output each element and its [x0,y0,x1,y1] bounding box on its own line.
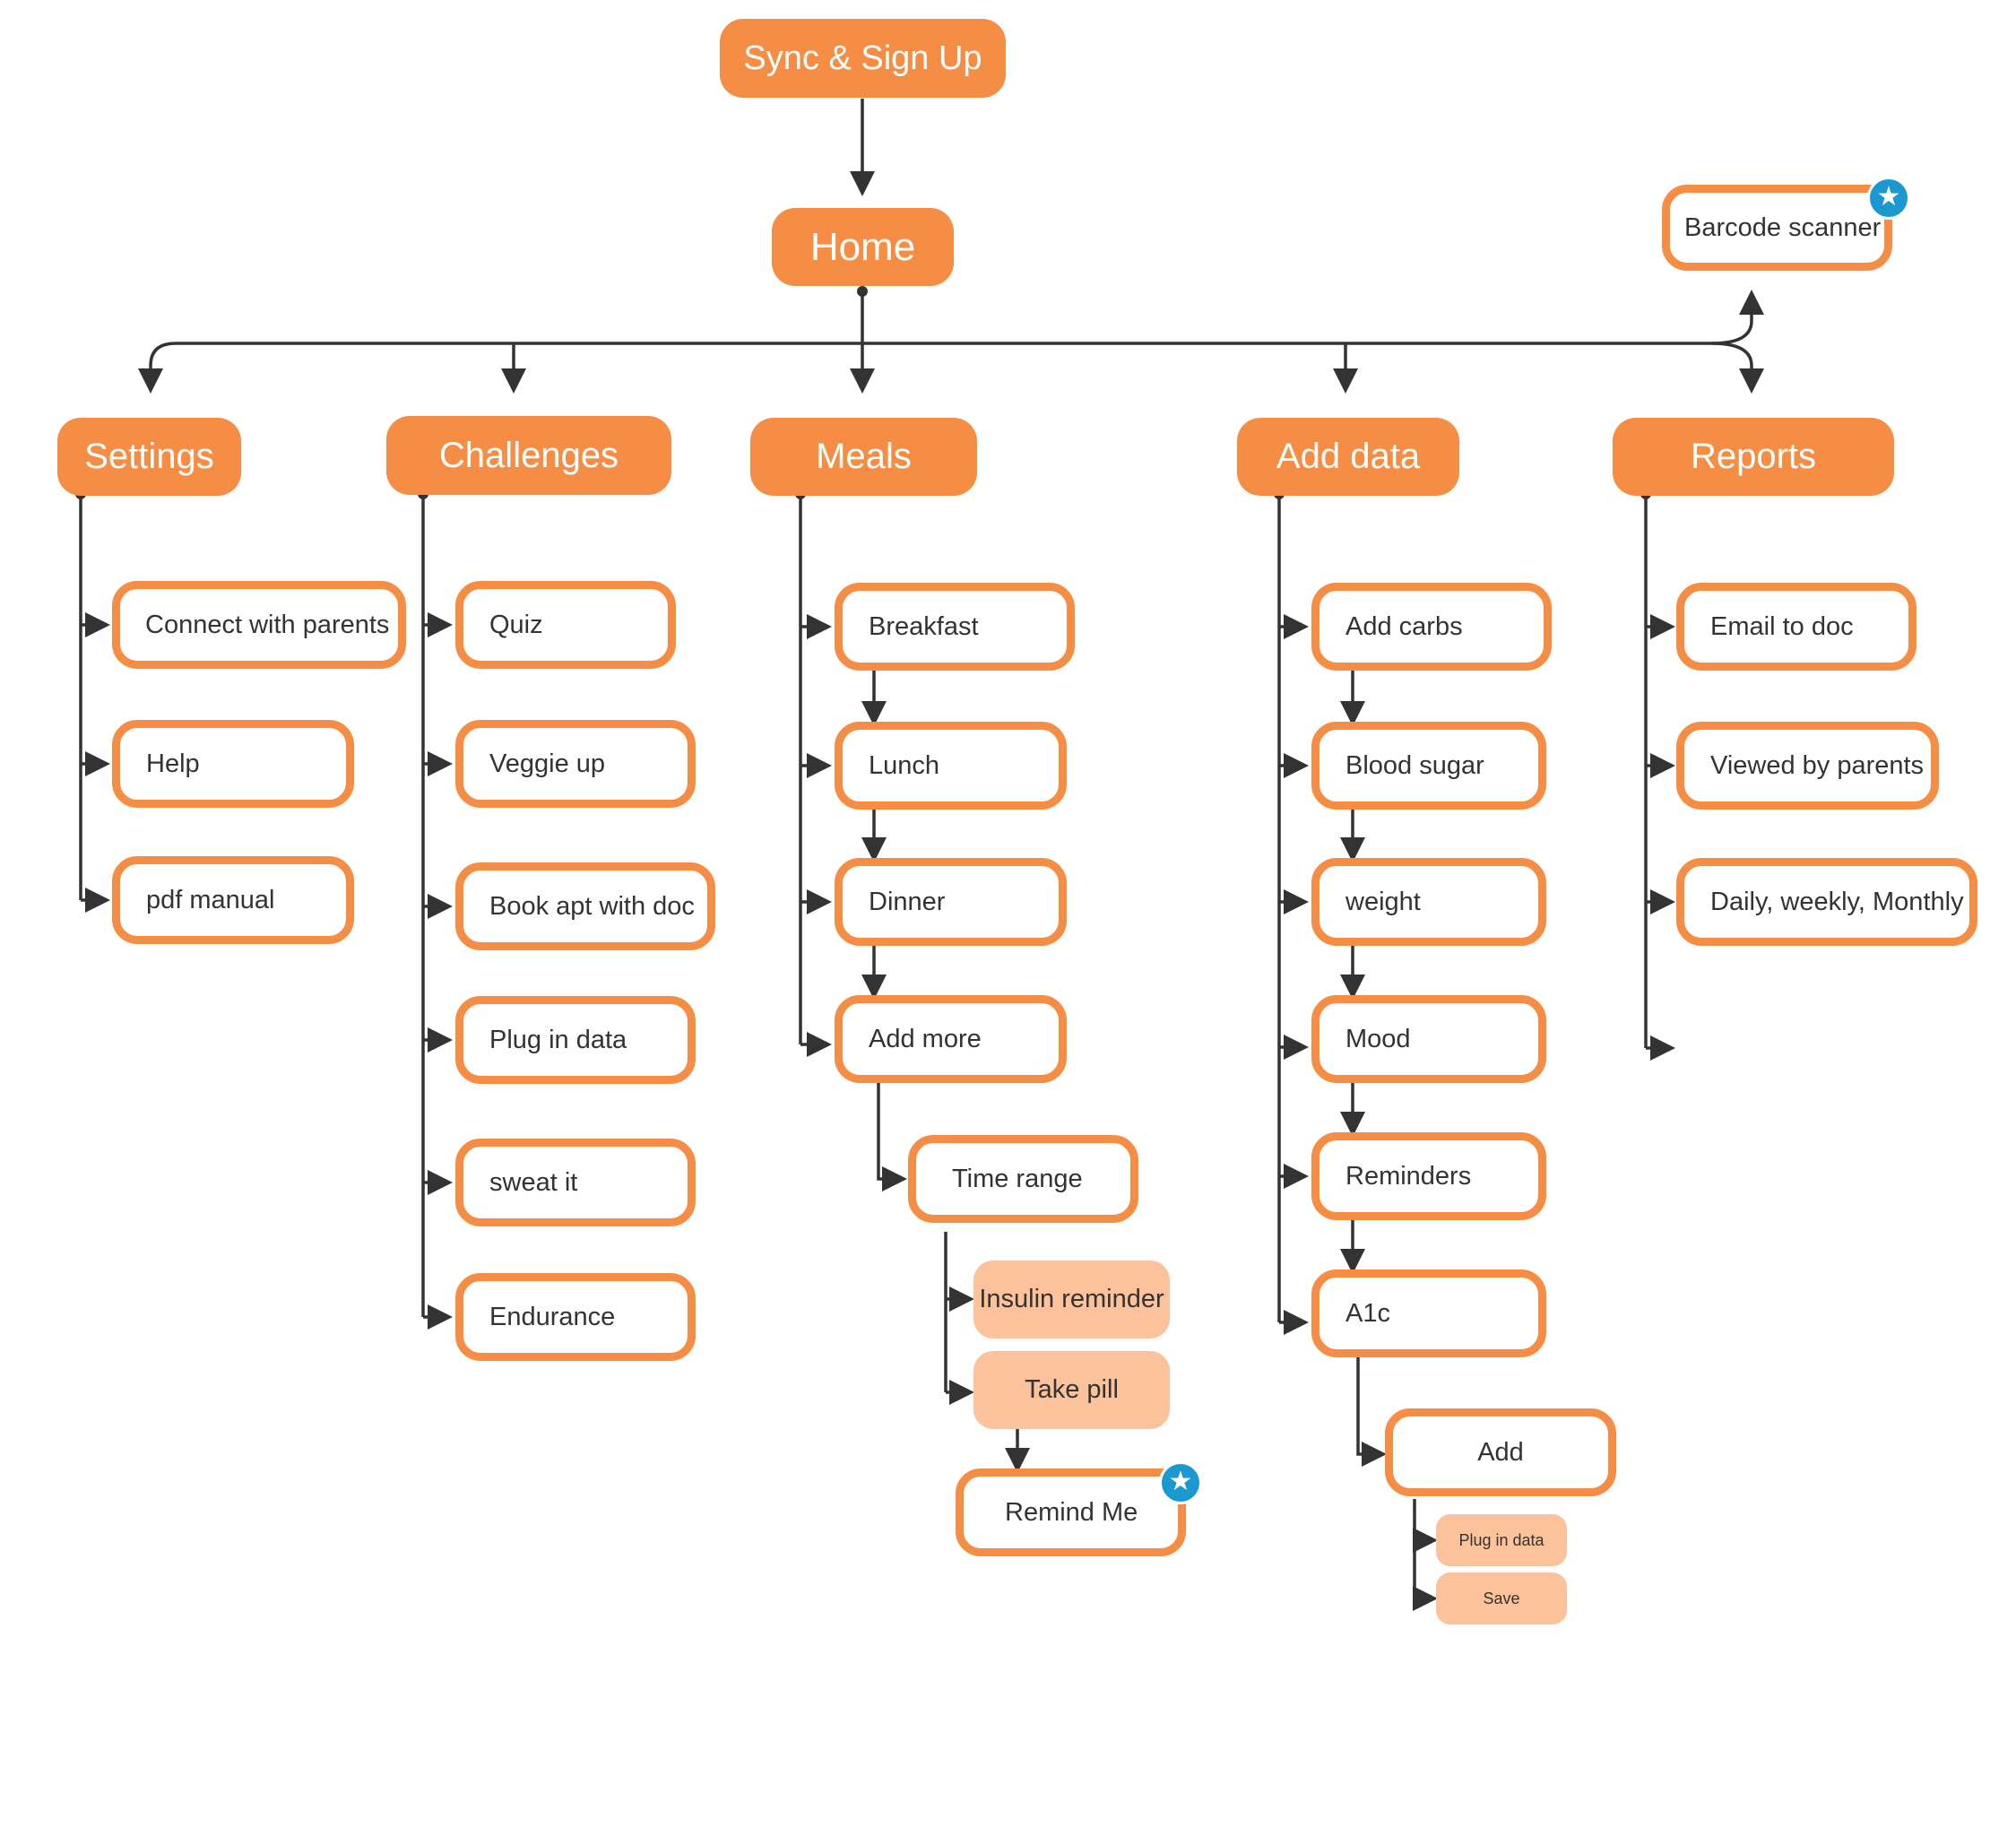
add-data-item: Add carbs [1311,583,1552,671]
meals-item: Lunch [835,722,1067,810]
settings-item: Connect with parents [112,581,406,669]
meals-item: Dinner [835,858,1067,946]
add-data-item: A1c [1311,1269,1546,1357]
add-node: Add [1385,1408,1616,1496]
challenges-item: Veggie up [455,720,696,808]
star-icon: ★ [1159,1461,1202,1504]
connector-line [138,342,177,394]
add-data-item: Reminders [1311,1132,1546,1220]
sync-signup-node: Sync & Sign Up [720,19,1006,98]
add-data-item: Blood sugar [1311,722,1546,810]
star-icon: ★ [1867,177,1910,220]
save-node: Save [1436,1572,1567,1624]
insulin-reminder-node: Insulin reminder [973,1261,1170,1339]
add-data-item: weight [1311,858,1546,946]
challenges-item: Plug in data [455,996,696,1084]
challenges-item: Endurance [455,1273,696,1361]
challenges-node: Challenges [386,416,671,495]
connector-line [877,1083,907,1191]
reports-item: Email to doc [1676,583,1916,671]
settings-item: pdf manual [112,856,354,944]
add-data-node: Add data [1237,418,1459,496]
reports-node: Reports [1613,418,1894,496]
add-data-item: Mood [1311,995,1546,1083]
challenges-item: Book apt with doc [455,862,715,950]
remind-me-node: Remind Me [956,1468,1186,1556]
settings-item: Help [112,720,354,808]
time-range-node: Time range [908,1135,1138,1223]
challenges-item: sweat it [455,1139,696,1226]
connector-line [1711,290,1764,345]
connector-line [1711,342,1764,394]
meals-item: Breakfast [835,583,1075,671]
home-node: Home [772,208,954,286]
settings-node: Settings [57,418,241,496]
plug-in-data-node: Plug in data [1436,1514,1567,1566]
reports-item: Viewed by parents [1676,722,1939,810]
meals-item: Add more [835,995,1067,1083]
connector-line [1356,1357,1387,1467]
meals-node: Meals [750,418,977,496]
reports-item: Daily, weekly, Monthly [1676,858,1977,946]
challenges-item: Quiz [455,581,676,669]
barcode-scanner-node: Barcode scanner [1662,185,1892,271]
take-pill-node: Take pill [973,1351,1170,1429]
